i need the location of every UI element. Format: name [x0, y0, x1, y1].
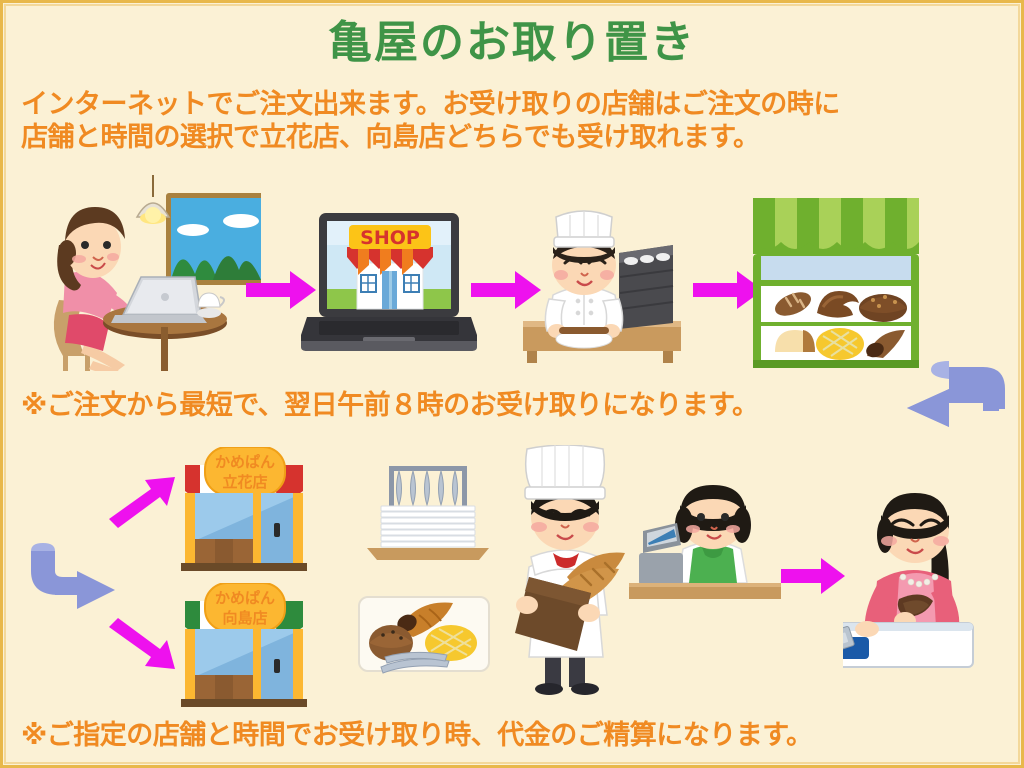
bread-shokupan [775, 330, 815, 352]
baker-holding-baguettes [515, 445, 625, 695]
bread-cornet [866, 330, 905, 358]
bakery-display-case [753, 198, 919, 368]
bakery-tray-and-tongs-rack [367, 466, 489, 560]
baker-making-bread [523, 210, 681, 363]
laptop-online-shop: SHOP [301, 213, 477, 351]
shop-sign-text: SHOP [360, 227, 420, 249]
note-bottom: ※ご指定の店舗と時間でお受け取り時、代金のご精算になります。 [21, 720, 813, 751]
lead-line-2: 店舗と時間の選択で立花店、向島店どちらでも受け取れます。 [21, 121, 760, 153]
tray-melonpan [425, 625, 477, 661]
page-title: 亀屋のお取り置き [328, 17, 696, 68]
bread-croissant [817, 291, 859, 318]
woman-ordering-on-laptop [53, 175, 261, 371]
lead-paragraph: インターネットでご注文出来ます。お受け取りの店舗はご注文の時に 店舗と時間の選択… [21, 89, 1007, 155]
cashier-at-register [629, 485, 781, 599]
flow-arrow-3 [693, 271, 763, 309]
flow-arrow-2 [471, 271, 541, 309]
shop-tachibana-sign-line-2: 立花店 [222, 473, 267, 491]
shop-tachibana: かめぱん 立花店 [181, 447, 307, 571]
flow-arrow-uturn-right [903, 361, 1013, 433]
bread-melonpan [816, 328, 864, 360]
lead-line-1: インターネットでご注文出来ます。お受け取りの店舗はご注文の時に [21, 89, 840, 120]
branch-arrow-to-mukojima [107, 611, 179, 673]
bread-baguette [774, 292, 812, 316]
note-top: ※ご注文から最短で、翌日午前８時のお受け取りになります。 [21, 390, 759, 421]
shop-mukojima-sign-line-1: かめぱん [215, 589, 275, 607]
shop-tachibana-sign-line-1: かめぱん [215, 453, 275, 471]
flow-arrow-4 [781, 558, 845, 594]
customer-paying-at-tray [843, 493, 974, 668]
tray-chocolate-bun [369, 625, 413, 661]
tray-tongs [380, 651, 450, 674]
flow-arrow-1 [246, 271, 316, 309]
shop-mukojima-sign-line-2: 向島店 [222, 609, 267, 627]
bread-tray-with-tongs [358, 596, 490, 674]
shop-mukojima: かめぱん 向島店 [181, 583, 307, 707]
flow-arrow-uturn-left [17, 541, 127, 621]
branch-arrow-to-tachibana [107, 473, 179, 535]
bread-chocolate-bun [859, 294, 907, 322]
tray-cornet [397, 602, 453, 637]
